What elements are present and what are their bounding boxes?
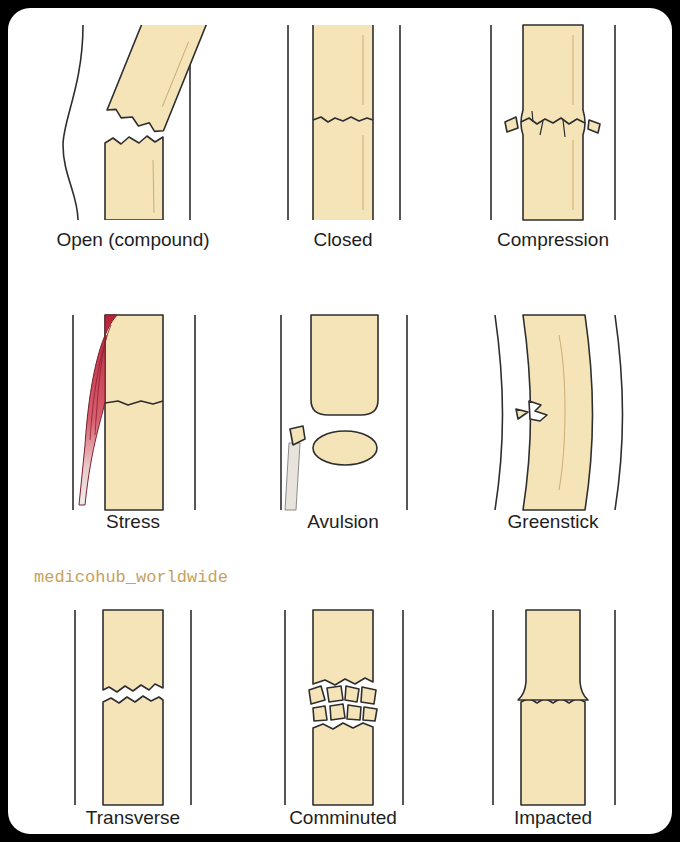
impacted-fracture-figure [493, 610, 615, 805]
bone-drawing-part [588, 120, 600, 133]
bone-drawing-part [532, 111, 565, 137]
bone-drawing-part [311, 315, 378, 415]
bone-drawing-part [105, 401, 163, 405]
bone-drawing-part [103, 696, 163, 805]
greenstick-fracture-figure [495, 315, 623, 510]
fracture-type-label: Compression [497, 228, 609, 252]
bone-drawing-part [313, 706, 327, 721]
bone-drawing-part [518, 610, 588, 700]
bone-drawing-part [63, 25, 83, 220]
bone-drawing-part [285, 610, 403, 805]
bone-drawing-part [313, 25, 373, 220]
bone-drawing-part [347, 705, 361, 720]
stress-fracture-figure [73, 315, 195, 510]
bone-drawing-part [327, 686, 343, 702]
bone-drawing-part [573, 35, 574, 210]
fracture-type-label: Open (compound) [56, 228, 209, 252]
bone-drawing-part [103, 610, 163, 692]
bone-drawing-part [313, 25, 373, 220]
fracture-type-label: Comminuted [289, 806, 397, 830]
bone-drawing-part [288, 25, 400, 220]
bone-drawing-part [363, 707, 377, 721]
fracture-type-label: Stress [106, 510, 160, 534]
bone-drawing-part [521, 698, 585, 805]
transverse-fracture-figure [75, 610, 191, 805]
bone-drawing-part [162, 42, 188, 107]
bone-drawing-part [521, 25, 585, 220]
bone-drawing-part [79, 315, 117, 505]
bone-drawing-part [313, 723, 373, 805]
bone-drawing-part [309, 686, 325, 704]
compression-fracture-figure [491, 25, 615, 220]
open-fracture-figure [63, 0, 209, 220]
bone-drawing-part [491, 25, 615, 220]
bone-drawing-part [105, 315, 163, 510]
bone-drawing-part [281, 315, 407, 510]
bone-drawing-part [559, 335, 565, 490]
bone-drawing-part [105, 136, 163, 220]
bone-drawing-part [495, 315, 623, 510]
bone-drawing-part [529, 401, 547, 421]
bone-drawing-part [285, 443, 300, 510]
bone-drawing-part [330, 704, 345, 720]
avulsion-fracture-figure [281, 315, 407, 510]
bone-drawing-part [493, 610, 615, 805]
fracture-type-label: Impacted [514, 806, 592, 830]
fracture-type-label: Avulsion [307, 510, 378, 534]
bone-drawing-part [363, 35, 364, 210]
comminuted-fracture-figure [285, 610, 403, 805]
bone-drawing-part [313, 431, 377, 465]
closed-fracture-figure [288, 25, 400, 220]
bone-drawing-part [75, 610, 191, 805]
bone-drawing-part [505, 117, 518, 132]
fracture-type-label: Closed [313, 228, 372, 252]
bone-drawing-part [106, 25, 209, 135]
bone-drawing-part [73, 315, 195, 510]
fracture-type-label: Transverse [86, 806, 180, 830]
bone-drawing-part [516, 409, 528, 419]
watermark: medicohub_worldwide [34, 567, 228, 589]
bone-drawing-part [313, 117, 373, 122]
bone-drawing-part [290, 426, 305, 445]
bone-drawing-part [345, 686, 359, 702]
bone-drawing-part [521, 118, 585, 124]
bone-drawing-part [523, 315, 593, 510]
bone-drawing-part [90, 325, 111, 440]
bone-drawing-part [361, 687, 376, 704]
bone-drawing-part [153, 160, 154, 213]
fracture-type-label: Greenstick [508, 510, 599, 534]
bone-drawing-part [313, 610, 373, 685]
